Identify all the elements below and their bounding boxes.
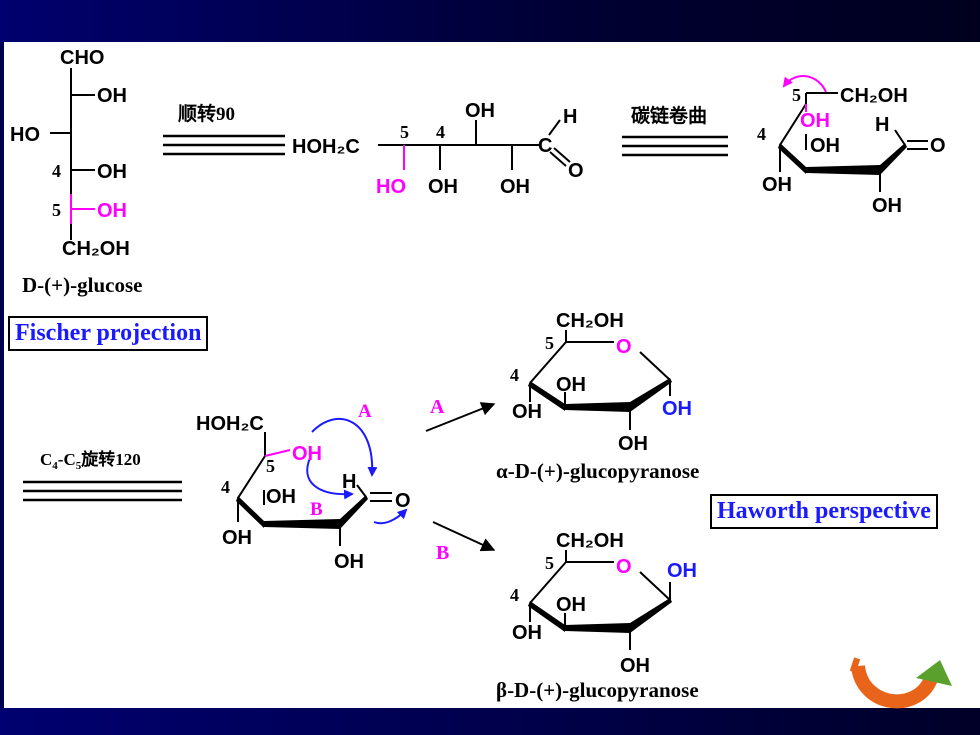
coil-h: H bbox=[875, 114, 889, 136]
beta-glucopyranose: CH₂OH 5 O OH 4 OH OH OH β-D-(+)-glucopyr… bbox=[496, 530, 699, 702]
alpha-name: α-D-(+)-glucopyranose bbox=[496, 459, 699, 483]
alpha-n4: 4 bbox=[510, 365, 519, 385]
c4c5-c: C bbox=[40, 450, 52, 469]
alpha-n5: 5 bbox=[545, 333, 554, 353]
fischer-ho-3: HO bbox=[10, 124, 40, 146]
chain-c1: C bbox=[538, 135, 552, 157]
rot-path-a: A bbox=[358, 401, 372, 422]
rot-hoh2c: HOH₂C bbox=[196, 413, 264, 435]
arrow-label-b: B bbox=[436, 542, 449, 564]
rot-n5: 5 bbox=[266, 456, 275, 476]
chain-h: H bbox=[563, 106, 577, 128]
fischer-c5: 5 bbox=[52, 200, 61, 220]
alpha-glucopyranose: CH₂OH 5 O 4 OH OH OH OH α-D-(+)-glucopyr… bbox=[496, 310, 699, 483]
alpha-ring-o: O bbox=[616, 336, 632, 358]
beta-oh-4: OH bbox=[512, 622, 542, 644]
arrow-label-a: A bbox=[430, 396, 445, 418]
step-coil: 碳链卷曲 bbox=[622, 104, 728, 157]
alpha-oh-2: OH bbox=[618, 433, 648, 455]
alpha-oh-1: OH bbox=[662, 398, 692, 420]
fischer-structure: CHO OH HO 4 OH 5 OH CH₂OH D-(+)-glucose bbox=[10, 47, 142, 297]
coil-o: O bbox=[930, 135, 946, 157]
c4c5-sep: -C bbox=[58, 450, 76, 469]
coil-label: 碳链卷曲 bbox=[631, 104, 707, 127]
c4c5-rot: 旋转120 bbox=[80, 449, 141, 469]
chain-hoh2c: HOH₂C bbox=[292, 136, 360, 158]
rot-oh-5: OH bbox=[292, 443, 322, 465]
rot-oh-3: OH bbox=[266, 486, 296, 508]
step-c4c5: C4-C5旋转120 bbox=[23, 449, 182, 502]
chain-ho-5: HO bbox=[376, 176, 406, 198]
alpha-oh-4: OH bbox=[512, 401, 542, 423]
fischer-cho: CHO bbox=[60, 47, 104, 69]
path-arrows: A B bbox=[425, 396, 496, 564]
step-rotate90: 顺转90 bbox=[163, 102, 285, 156]
c4c5-sub5: 5 bbox=[76, 460, 82, 472]
beta-oh-3: OH bbox=[556, 594, 586, 616]
coil-ch2oh: CH₂OH bbox=[840, 85, 908, 107]
fischer-c4: 4 bbox=[52, 161, 61, 181]
fischer-oh-4: OH bbox=[97, 161, 127, 183]
top-bar bbox=[0, 0, 980, 42]
coil-n4: 4 bbox=[757, 124, 766, 144]
c4c5-sub4: 4 bbox=[52, 460, 58, 472]
beta-n5: 5 bbox=[545, 553, 554, 573]
beta-ring-o: O bbox=[616, 556, 632, 578]
alpha-ch2oh: CH₂OH bbox=[556, 310, 624, 332]
rotate90-label: 顺转90 bbox=[178, 102, 235, 125]
chain-o: O bbox=[568, 160, 584, 182]
rot-oh-2: OH bbox=[334, 551, 364, 573]
coiled-chain: 5 CH₂OH OH 4 OH OH OH H O bbox=[757, 75, 946, 217]
beta-n4: 4 bbox=[510, 585, 519, 605]
bottom-bar bbox=[0, 708, 980, 735]
rot-oh-4: OH bbox=[222, 527, 252, 549]
beta-oh-1: OH bbox=[667, 560, 697, 582]
open-chain: HOH₂C 5 4 HO OH OH OH H C O bbox=[292, 100, 584, 198]
rot-n4: 4 bbox=[221, 477, 230, 497]
u-turn-arrow-icon[interactable] bbox=[849, 657, 952, 709]
fischer-oh-5: OH bbox=[97, 200, 127, 222]
rot-o: O bbox=[395, 490, 411, 512]
fischer-oh-2: OH bbox=[97, 85, 127, 107]
chain-oh-4: OH bbox=[428, 176, 458, 198]
rot-path-b: B bbox=[310, 499, 323, 520]
coil-oh-5: OH bbox=[800, 110, 830, 132]
alpha-oh-3: OH bbox=[556, 374, 586, 396]
chain-oh-3: OH bbox=[465, 100, 495, 122]
glucose-name: D-(+)-glucose bbox=[22, 273, 142, 297]
rot-h: H bbox=[342, 471, 356, 493]
rotated-chain: HOH₂C A OH 5 4 OH B H O OH OH bbox=[196, 401, 411, 573]
chain-oh-2: OH bbox=[500, 176, 530, 198]
c4c5-label: C4-C5旋转120 bbox=[40, 449, 141, 472]
haworth-perspective-box: Haworth perspective bbox=[710, 494, 938, 529]
chain-n4: 4 bbox=[436, 122, 445, 142]
left-edge bbox=[0, 42, 4, 708]
fischer-ch2oh: CH₂OH bbox=[62, 238, 130, 260]
coil-oh-2: OH bbox=[872, 195, 902, 217]
beta-oh-2: OH bbox=[620, 655, 650, 677]
coil-n5: 5 bbox=[792, 85, 801, 105]
beta-ch2oh: CH₂OH bbox=[556, 530, 624, 552]
coil-oh-4: OH bbox=[762, 174, 792, 196]
chain-n5: 5 bbox=[400, 122, 409, 142]
beta-name: β-D-(+)-glucopyranose bbox=[496, 678, 699, 702]
fischer-projection-box: Fischer projection bbox=[8, 316, 209, 351]
coil-oh-3: OH bbox=[810, 135, 840, 157]
